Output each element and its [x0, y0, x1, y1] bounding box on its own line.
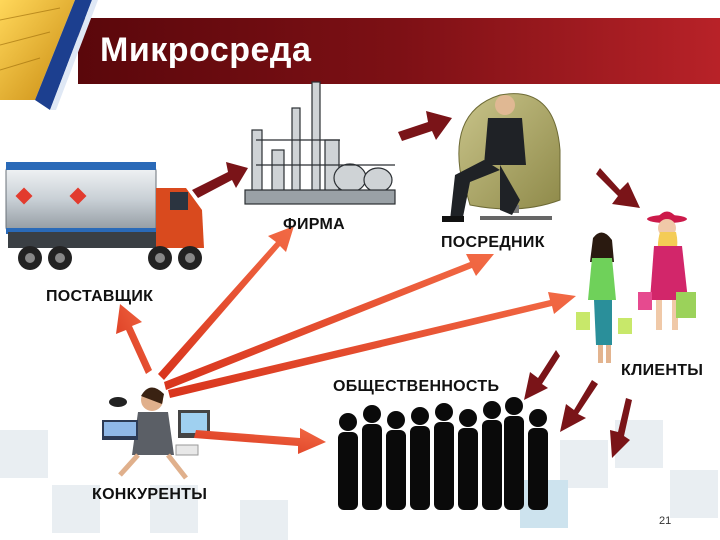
arrow-supplier-to-firm	[192, 162, 248, 198]
busy-businesswoman-icon	[102, 387, 210, 480]
node-label-firm: ФИРМА	[283, 216, 345, 233]
arrow-competitors-to-clients	[168, 292, 576, 398]
arrow-competitors-to-public	[194, 428, 326, 454]
slide-title: Микросреда	[100, 31, 312, 69]
light-arrows	[116, 226, 576, 454]
title-bar	[78, 18, 720, 84]
arrow-firm-to-intermediary	[398, 111, 452, 141]
arrow-clients-down-2	[610, 398, 632, 458]
crowd-silhouettes-icon	[338, 397, 548, 510]
arrow-intermediary-to-clients	[596, 168, 640, 208]
businessman-in-chair-icon	[442, 93, 561, 222]
node-label-public: ОБЩЕСТВЕННОСТЬ	[333, 378, 500, 395]
gold-bars-logo	[0, 0, 98, 110]
node-label-intermediary: ПОСРЕДНИК	[441, 234, 545, 251]
shopping-women-icon	[576, 211, 696, 363]
arrow-clients-to-public	[524, 350, 560, 400]
arrow-competitors-to-firm	[158, 226, 294, 380]
arrow-competitors-to-supplier	[116, 304, 152, 374]
tanker-truck-icon	[5, 162, 204, 270]
node-label-competitors: КОНКУРЕНТЫ	[92, 486, 208, 503]
node-label-clients: КЛИЕНТЫ	[621, 362, 704, 379]
dark-arrows	[192, 111, 640, 458]
arrow-clients-down-1	[560, 380, 598, 432]
page-number: 21	[659, 515, 672, 527]
node-label-supplier: ПОСТАВЩИК	[46, 288, 154, 305]
refinery-icon	[244, 81, 396, 205]
arrow-competitors-to-intermediary	[164, 254, 494, 390]
